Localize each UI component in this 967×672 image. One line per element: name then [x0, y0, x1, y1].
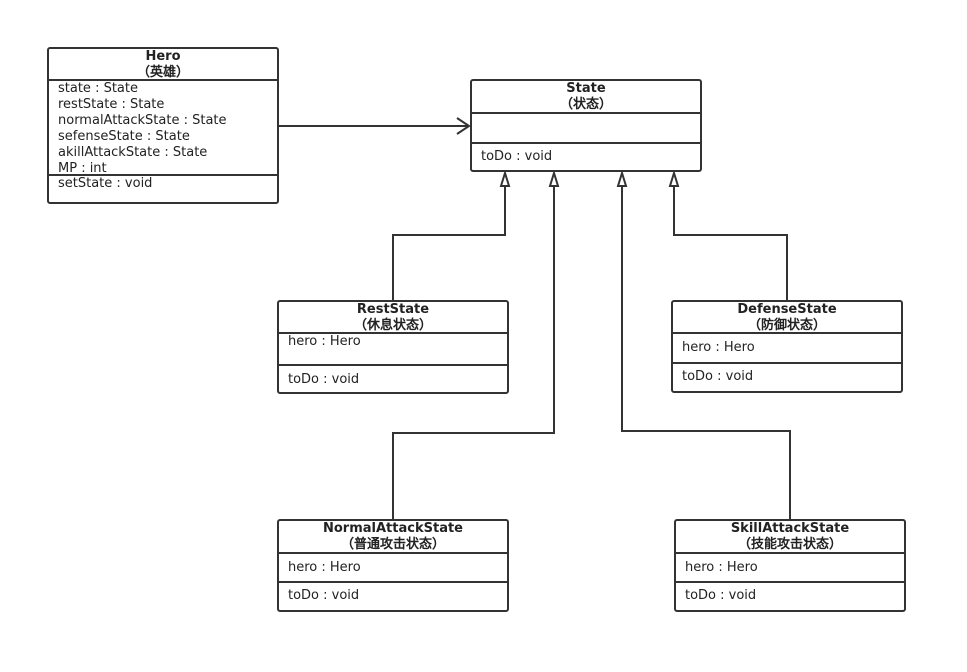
class-attributes [472, 114, 700, 144]
attribute-item: restState : State [58, 97, 165, 112]
class-attributes: state : State restState : State normalAt… [49, 81, 277, 176]
attribute-item: hero : Hero [288, 334, 361, 349]
class-subtitle: （休息状态） [353, 318, 432, 333]
class-name: Hero [145, 49, 181, 64]
class-subtitle: （普通攻击状态） [340, 537, 445, 552]
inheritance-arrowhead-defense [668, 169, 680, 187]
class-name: State [566, 81, 606, 96]
class-header: RestState （休息状态） [279, 302, 507, 334]
attribute-item: state : State [58, 81, 138, 96]
inheritance-arrowhead-skill-attack [616, 169, 628, 187]
class-header: State （状态） [472, 81, 700, 114]
class-defense-state[interactable]: DefenseState （防御状态） hero : Hero toDo : v… [671, 300, 903, 393]
inheritance-arrowhead-normal-attack [548, 169, 560, 187]
class-header: SkillAttackState （技能攻击状态） [676, 521, 904, 554]
association-arrowhead [456, 117, 471, 135]
generalization-rest-state[interactable] [392, 186, 506, 300]
class-skill-attack-state[interactable]: SkillAttackState （技能攻击状态） hero : Hero to… [674, 519, 906, 612]
operation-item: toDo : void [481, 149, 553, 164]
generalization-skill-attack-state[interactable] [621, 186, 791, 519]
class-header: NormalAttackState （普通攻击状态） [279, 521, 507, 554]
attribute-item: MP : int [58, 161, 107, 176]
class-attributes: hero : Hero [673, 334, 901, 364]
attribute-item: akillAttackState : State [58, 145, 208, 160]
class-operations: toDo : void [279, 583, 507, 610]
operation-item: toDo : void [685, 588, 757, 603]
class-state[interactable]: State （状态） toDo : void [470, 79, 702, 172]
class-header: DefenseState （防御状态） [673, 302, 901, 334]
class-subtitle: （防御状态） [747, 318, 826, 333]
class-name: SkillAttackState [730, 521, 850, 536]
class-operations: toDo : void [673, 364, 901, 391]
attribute-item: normalAttackState : State [58, 113, 227, 128]
class-name: NormalAttackState [323, 521, 463, 536]
operation-item: toDo : void [288, 588, 360, 603]
class-attributes: hero : Hero [676, 554, 904, 583]
class-rest-state[interactable]: RestState （休息状态） hero : Hero toDo : void [277, 300, 509, 394]
operation-item: toDo : void [682, 369, 754, 384]
attribute-item: hero : Hero [682, 340, 755, 355]
class-attributes: hero : Hero [279, 554, 507, 583]
class-operations: toDo : void [279, 366, 507, 392]
class-name: DefenseState [737, 302, 837, 317]
class-operations: toDo : void [472, 144, 700, 170]
attribute-item: sefenseState : State [58, 129, 190, 144]
attribute-item: hero : Hero [685, 560, 758, 575]
class-attributes: hero : Hero [279, 334, 507, 366]
class-hero[interactable]: Hero （英雄） state : State restState : Stat… [47, 47, 279, 204]
class-name: RestState [356, 302, 430, 317]
class-normal-attack-state[interactable]: NormalAttackState （普通攻击状态） hero : Hero t… [277, 519, 509, 612]
generalization-defense-state[interactable] [673, 186, 788, 300]
operation-item: toDo : void [288, 372, 360, 387]
class-header: Hero （英雄） [49, 49, 277, 81]
operation-item: setState : void [58, 176, 153, 191]
class-subtitle: （技能攻击状态） [737, 537, 842, 552]
class-operations: toDo : void [676, 583, 904, 610]
inheritance-arrowhead-rest [499, 169, 511, 187]
class-subtitle: （英雄） [136, 65, 189, 80]
generalization-normal-attack-state[interactable] [392, 186, 555, 519]
attribute-item: hero : Hero [288, 560, 361, 575]
class-operations: setState : void [49, 176, 277, 202]
class-subtitle: （状态） [559, 97, 612, 112]
